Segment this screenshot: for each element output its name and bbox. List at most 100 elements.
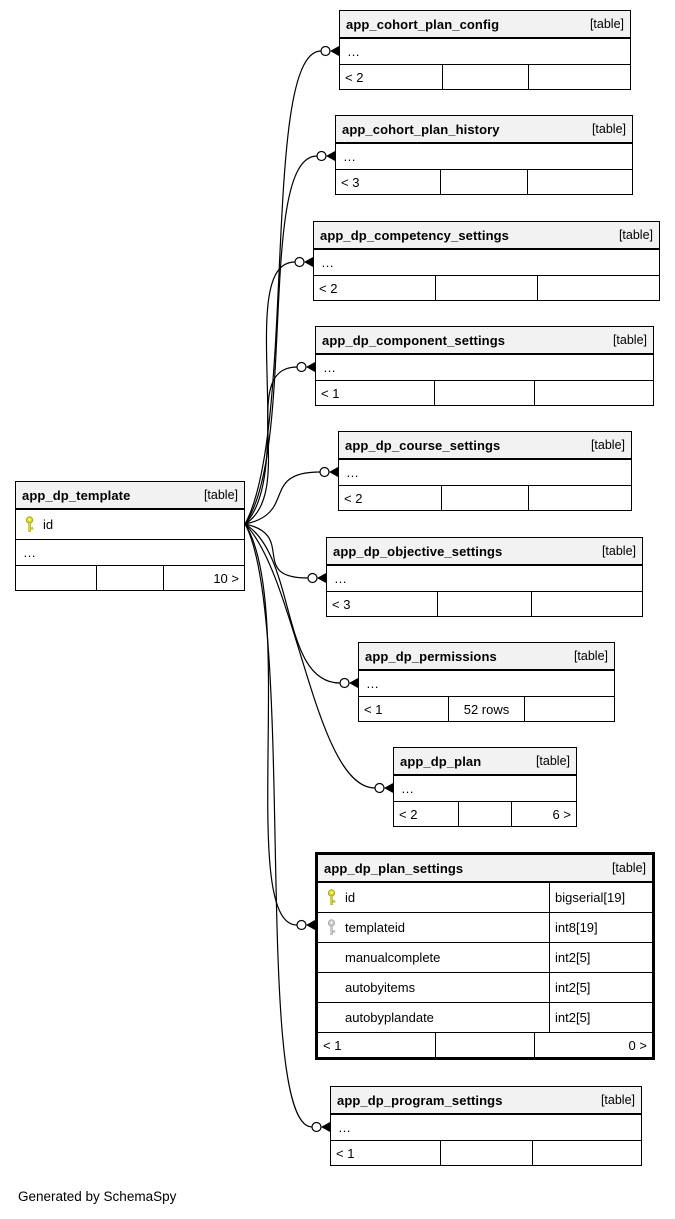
columns-ellipsis-row: … [340, 39, 630, 65]
table-header[interactable]: app_dp_plan_settings[table] [318, 855, 652, 883]
crow-arrow-marker [330, 46, 339, 56]
foreign-key-icon [327, 919, 335, 936]
footer-parent-count: < 2 [399, 806, 418, 822]
columns-ellipsis-row: … [327, 566, 642, 592]
zero-cardinality-marker [339, 677, 350, 689]
footer-parent-count: < 1 [364, 701, 383, 717]
table-app_dp_competency_settings[interactable]: app_dp_competency_settings [table] … < 2 [313, 221, 660, 301]
table-type-badge: [table] [590, 438, 625, 452]
table-header[interactable]: app_dp_component_settings [table] [316, 327, 653, 355]
table-type-badge: [table] [589, 17, 624, 31]
footer-row-count [434, 276, 539, 300]
primary-key-icon [327, 889, 335, 906]
footer-row-count [95, 566, 165, 590]
table-header[interactable]: app_cohort_plan_history[table] [336, 116, 632, 144]
relation-edge-app_cohort_plan_config [244, 50, 322, 525]
table-app_dp_template[interactable]: app_dp_template[table]id…10 > [15, 481, 245, 591]
relation-edge-app_dp_component_settings [244, 366, 298, 525]
relation-edge-app_dp_competency_settings [244, 261, 296, 525]
footer-row-count [441, 486, 529, 510]
columns-ellipsis-row: … [359, 671, 614, 697]
footer-row-count [439, 1141, 533, 1165]
table-footer: < 1 [316, 381, 653, 405]
table-name: app_dp_template [22, 487, 131, 503]
table-footer: < 3 [327, 592, 642, 616]
zero-cardinality-marker [316, 150, 327, 162]
table-app_dp_objective_settings[interactable]: app_dp_objective_settings [table] … < 3 [326, 537, 643, 617]
table-name: app_dp_component_settings [322, 332, 506, 348]
table-name: app_dp_permissions [365, 648, 497, 664]
table-name: app_cohort_plan_config [346, 16, 500, 32]
table-app_dp_program_settings[interactable]: app_dp_program_settings[table]…< 1 [330, 1086, 642, 1166]
footer-parent-count: < 2 [344, 490, 363, 506]
crow-arrow-marker [304, 257, 313, 267]
zero-cardinality-marker [296, 361, 307, 373]
column-type: int2[5] [549, 943, 652, 972]
table-name: app_dp_plan_settings [324, 860, 464, 876]
column-name: manualcomplete [345, 950, 441, 965]
footer-row-count [433, 381, 536, 405]
columns-ellipsis-row: … [314, 250, 659, 276]
table-name: app_dp_competency_settings [320, 227, 509, 243]
table-footer: < 2 [340, 65, 630, 89]
column-type: bigserial[19] [549, 883, 652, 912]
table-type-badge: [table] [535, 754, 570, 768]
columns-ellipsis-row: … [339, 460, 631, 486]
table-name: app_dp_course_settings [345, 437, 501, 453]
table-header[interactable]: app_cohort_plan_config [table] [340, 11, 630, 39]
table-header[interactable]: app_dp_permissions[table] [359, 643, 614, 671]
table-app_cohort_plan_config[interactable]: app_cohort_plan_config [table] … < 2 [339, 10, 631, 90]
footer-row-count [457, 802, 513, 826]
relation-edge-app_dp_plan [244, 523, 376, 789]
table-app_dp_plan_settings[interactable]: app_dp_plan_settings[table]id bigserial[1… [315, 852, 655, 1060]
table-header[interactable]: app_dp_competency_settings [table] [314, 222, 659, 250]
zero-cardinality-marker [307, 572, 318, 584]
footer-children-count: 10 > [213, 570, 239, 586]
zero-cardinality-marker [319, 466, 330, 478]
key-slot [16, 516, 43, 533]
footer-children-count [529, 65, 631, 89]
footer-children-count [525, 697, 614, 721]
footer-row-count [441, 65, 529, 89]
relation-edge-app_dp_plan_settings [244, 523, 298, 926]
column-type: int2[5] [549, 1003, 652, 1032]
table-type-badge: [table] [601, 544, 636, 558]
column-type: int2[5] [549, 973, 652, 1002]
table-app_cohort_plan_history[interactable]: app_cohort_plan_history[table]…< 3 [335, 115, 633, 195]
footer-parent-count: < 2 [345, 69, 364, 85]
column-name: id [345, 890, 356, 905]
table-name: app_dp_program_settings [337, 1092, 503, 1108]
table-type-badge: [table] [618, 228, 653, 242]
table-header[interactable]: app_dp_plan[table] [394, 748, 576, 776]
table-type-badge: [table] [591, 122, 626, 136]
footer-parent-count: < 2 [319, 280, 338, 296]
relation-edge-app_dp_course_settings [244, 471, 321, 525]
footer-children-count [535, 381, 653, 405]
table-header[interactable]: app_dp_program_settings[table] [331, 1087, 641, 1115]
key-slot [318, 889, 345, 906]
key-slot [318, 919, 345, 936]
table-app_dp_component_settings[interactable]: app_dp_component_settings[table]…< 1 [315, 326, 654, 406]
table-type-badge: [table] [203, 488, 238, 502]
table-app_dp_course_settings[interactable]: app_dp_course_settings [table] … < 2 [338, 431, 632, 511]
crow-arrow-marker [321, 1122, 330, 1132]
table-header[interactable]: app_dp_objective_settings [table] [327, 538, 642, 566]
crow-arrow-marker [349, 678, 358, 688]
table-header[interactable]: app_dp_course_settings [table] [339, 432, 631, 460]
columns-ellipsis-row: … [336, 144, 632, 170]
crow-arrow-marker [306, 362, 315, 372]
footer-parent-count: < 3 [332, 596, 351, 612]
column-row-id: id bigserial[19] [318, 883, 652, 913]
crow-arrow-marker [317, 573, 326, 583]
table-name: app_dp_objective_settings [333, 543, 503, 559]
primary-key-icon [25, 516, 33, 533]
footer-parent-count [16, 566, 96, 590]
table-type-badge: [table] [612, 333, 647, 347]
table-header[interactable]: app_dp_template [table] [16, 482, 244, 510]
